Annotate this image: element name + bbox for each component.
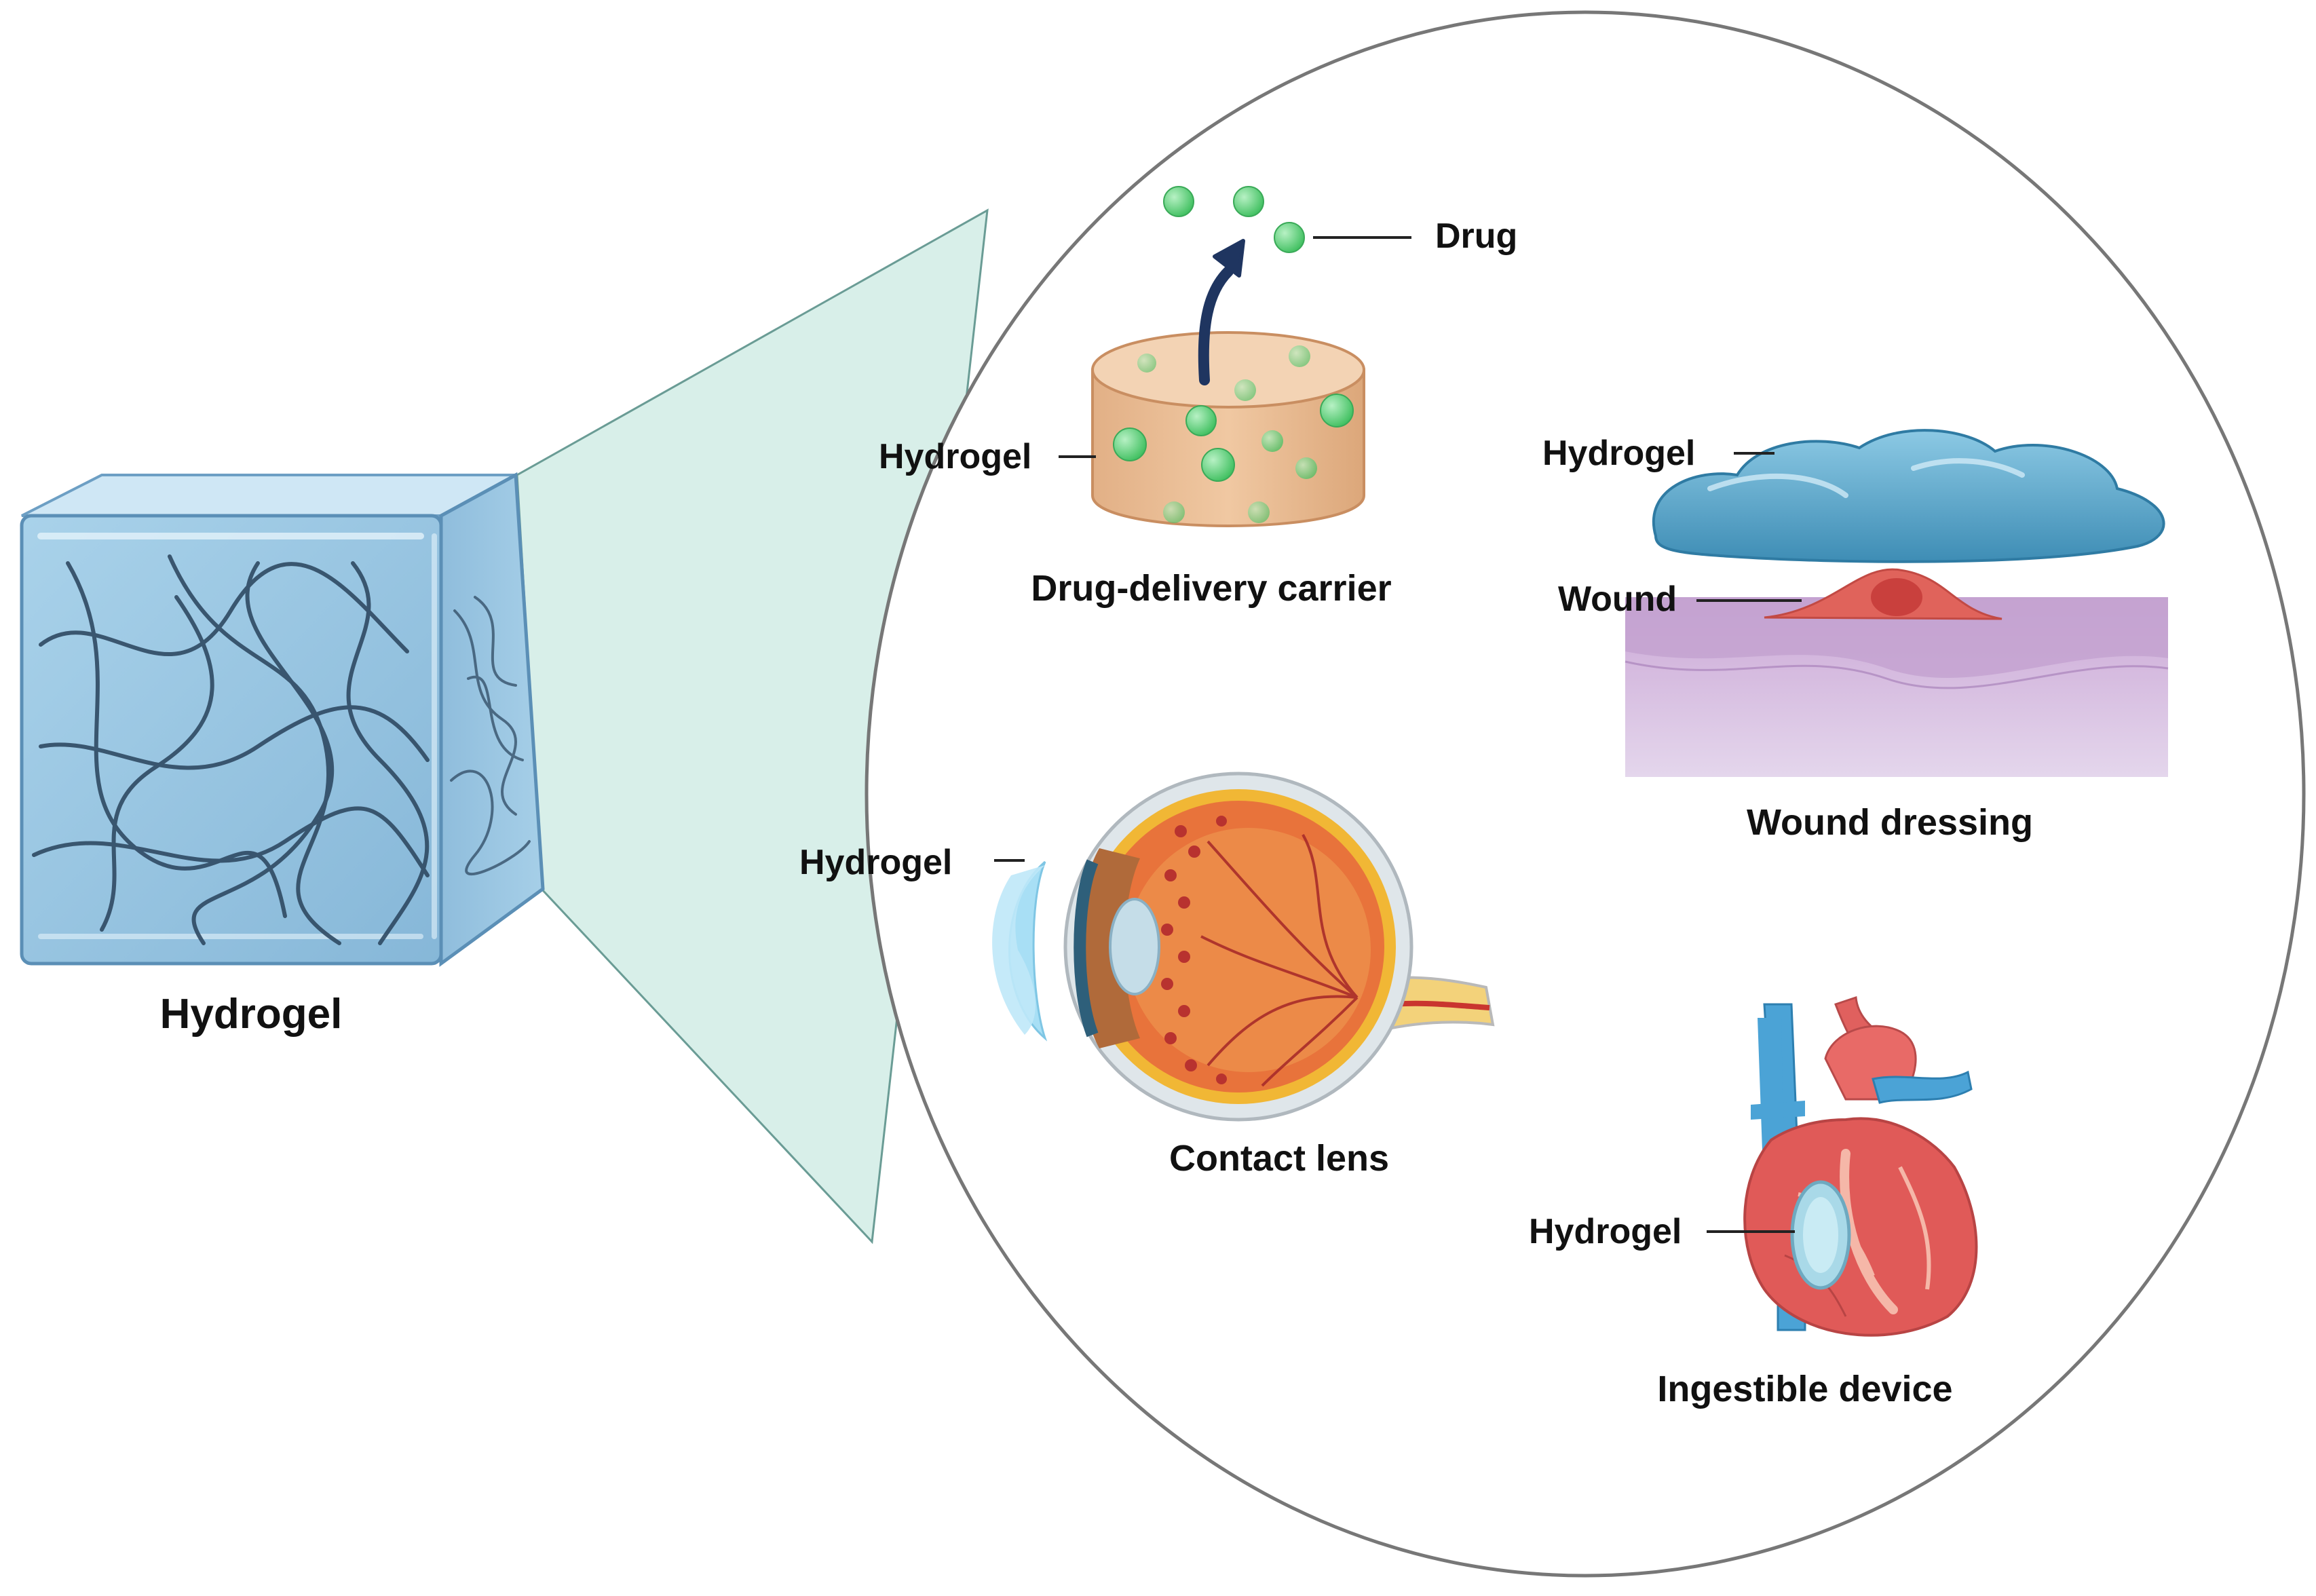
wound-dressing	[1625, 429, 2169, 777]
release-arrow-icon	[1198, 266, 1234, 385]
heart-icon	[1743, 1117, 1978, 1337]
carrier-hydrogel-label: Hydrogel	[879, 437, 1031, 476]
hydrogel-cube	[20, 472, 545, 967]
contact-lens-eye	[992, 772, 1495, 1122]
wound-dressing-title: Wound dressing	[1747, 802, 2033, 843]
dressing-hydrogel-label: Hydrogel	[1542, 434, 1695, 473]
magnifier-circle	[865, 10, 2306, 1578]
polymer-network	[32, 554, 430, 945]
drug-label: Drug	[1435, 216, 1517, 256]
ingestible-device-title: Ingestible device	[1657, 1369, 1952, 1409]
drug-particles-inside	[1113, 345, 1354, 523]
drug-delivery-carrier	[1059, 186, 1411, 527]
heart-ingestible-device	[1707, 995, 1978, 1337]
contact-lens-title: Contact lens	[1169, 1138, 1389, 1179]
heart-hydrogel-label: Hydrogel	[1529, 1212, 1682, 1251]
drug-delivery-title: Drug-delivery carrier	[1031, 568, 1391, 609]
cube-label: Hydrogel	[160, 991, 343, 1038]
wound-label: Wound	[1558, 580, 1677, 619]
hydrogel-dressing-icon	[1652, 429, 2165, 563]
released-drug-particles	[1163, 186, 1305, 253]
lens-hydrogel-label: Hydrogel	[799, 843, 952, 882]
